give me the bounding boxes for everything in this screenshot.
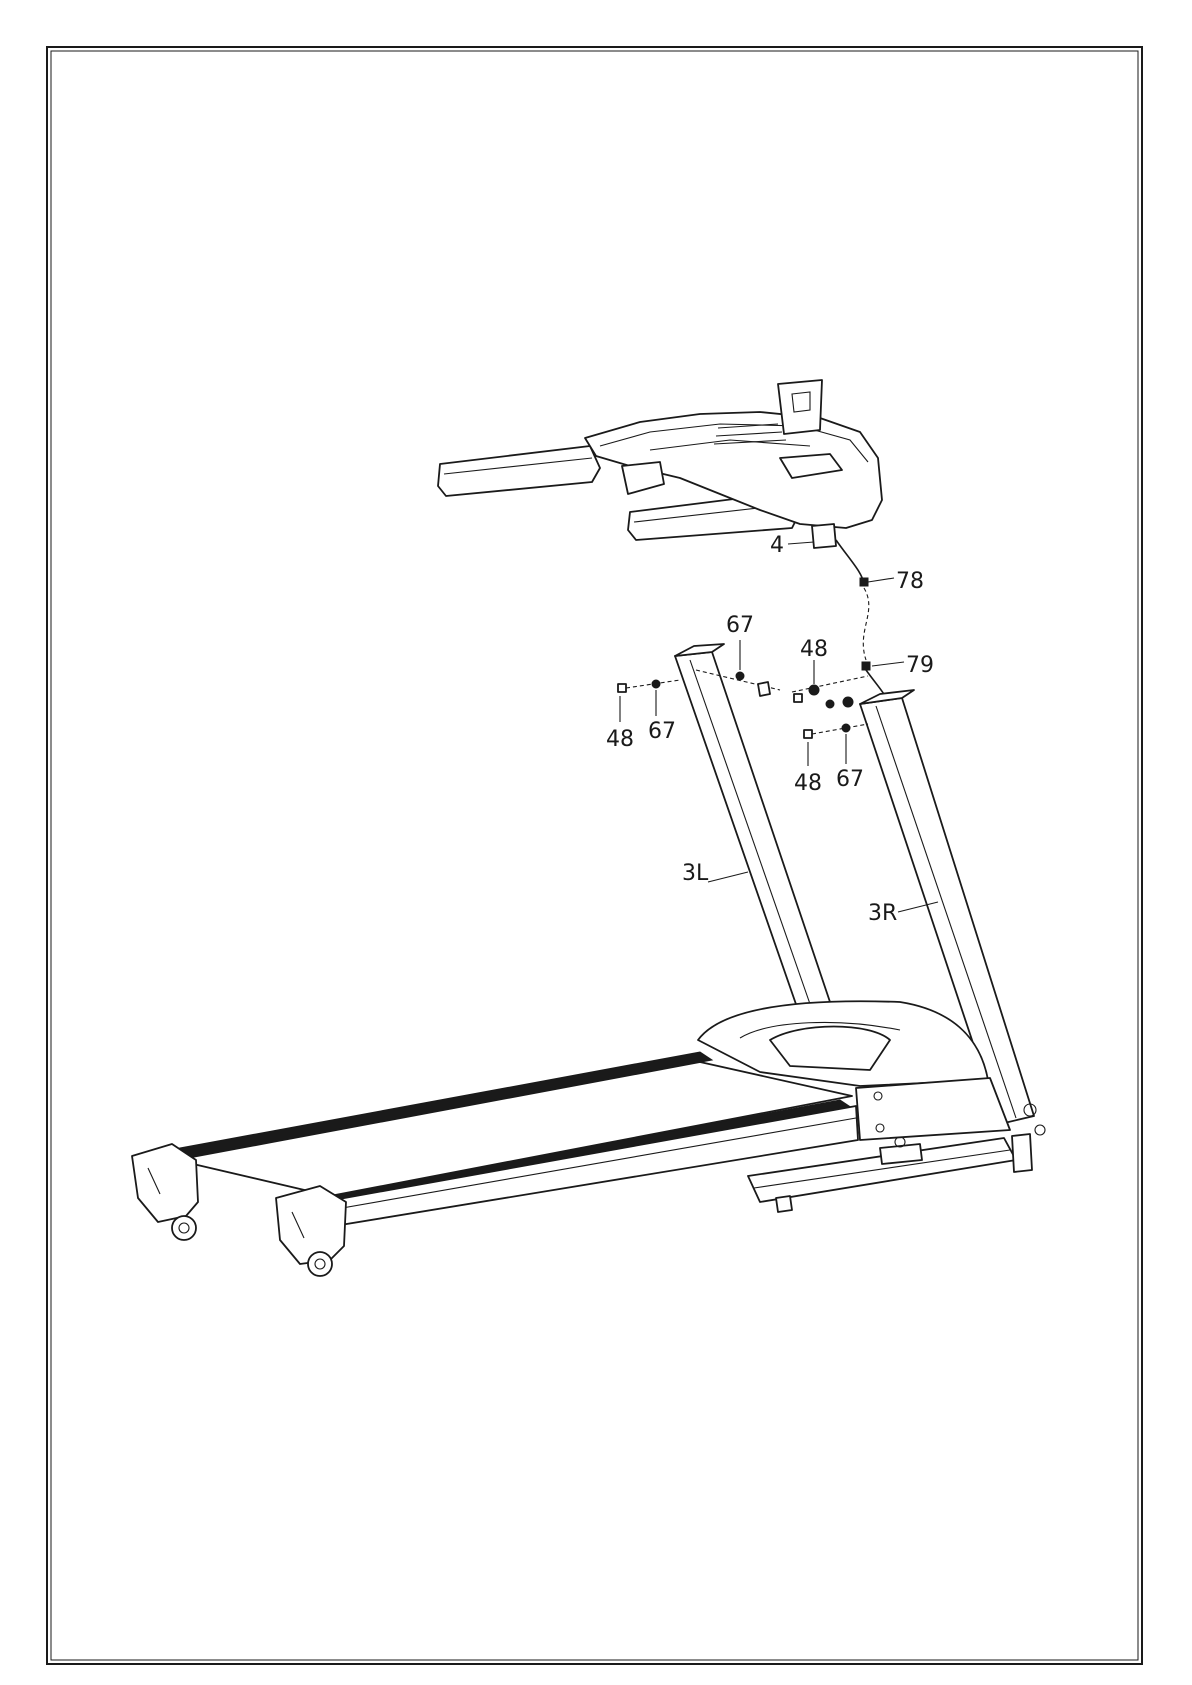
page-frame xyxy=(47,47,1142,1664)
console-cable xyxy=(836,540,890,704)
label-cable-upper: 78 xyxy=(896,569,924,594)
console-assembly xyxy=(438,380,882,548)
treadmill-deck xyxy=(132,1001,1032,1276)
label-console: 4 xyxy=(770,533,784,558)
label-washer-left: 67 xyxy=(648,719,676,744)
label-upright-right: 3R xyxy=(868,901,897,926)
hardware-lower xyxy=(804,724,868,738)
label-washer-lower: 67 xyxy=(836,767,864,792)
upright-left-3l xyxy=(675,644,830,1010)
label-bolt-top: 48 xyxy=(800,637,828,662)
label-cable-lower: 79 xyxy=(906,653,934,678)
label-bolt-left: 48 xyxy=(606,727,634,752)
label-bolt-lower: 48 xyxy=(794,771,822,796)
label-upright-left: 3L xyxy=(682,861,709,886)
label-washer-top: 67 xyxy=(726,613,754,638)
hardware-left xyxy=(618,680,680,692)
